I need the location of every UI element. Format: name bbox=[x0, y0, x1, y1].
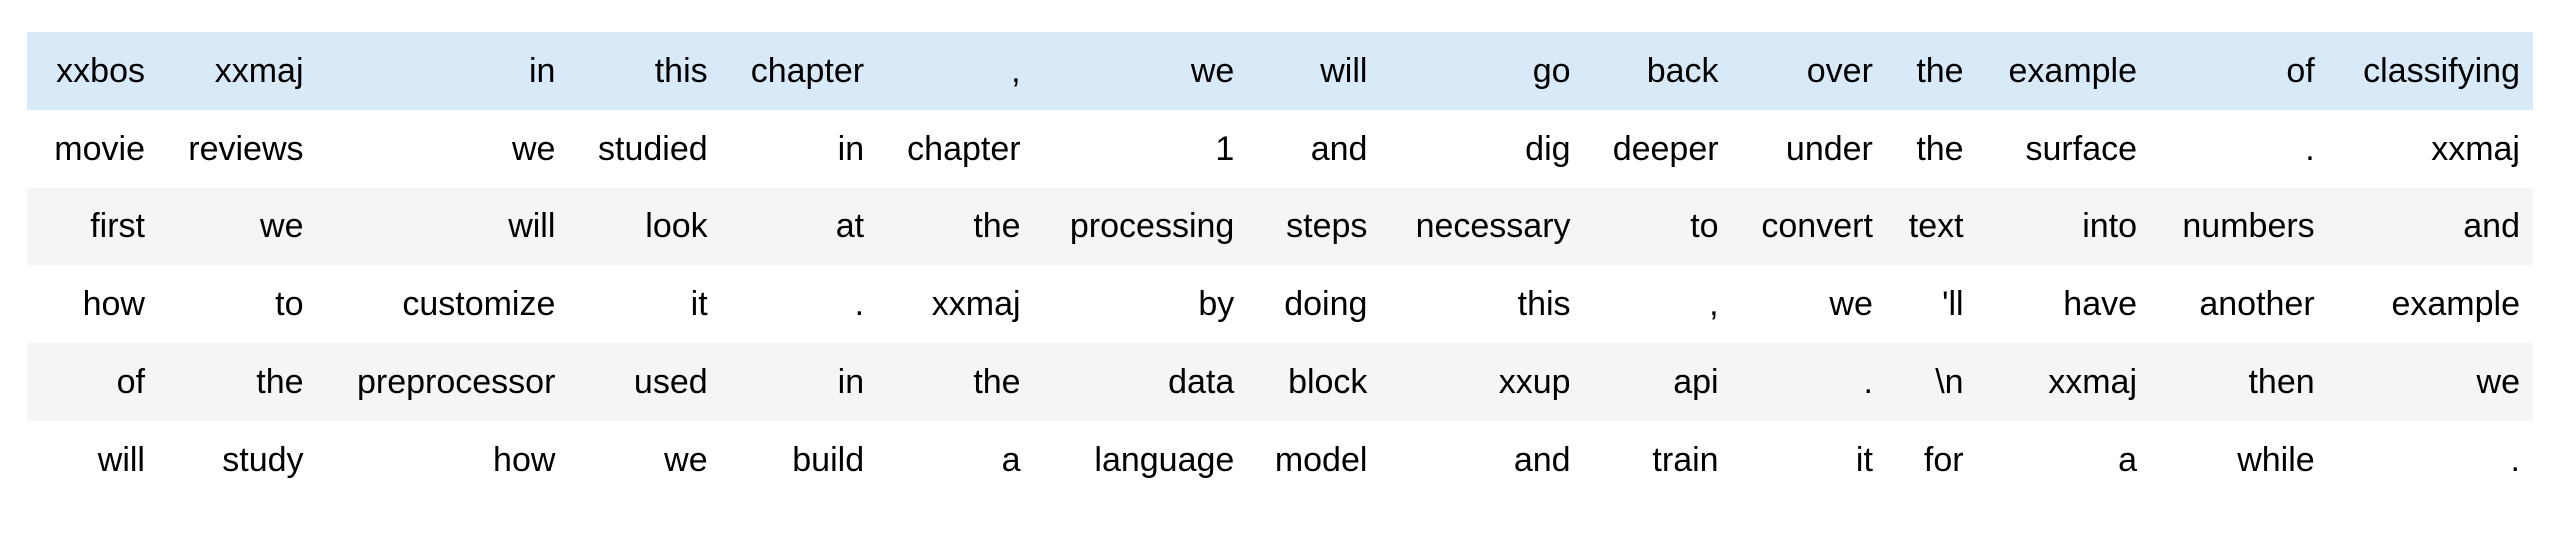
token-cell: back bbox=[1646, 51, 1719, 90]
token-cell: by bbox=[1198, 285, 1235, 324]
token-cell: at bbox=[835, 207, 865, 246]
token-cell: it bbox=[690, 285, 708, 324]
token-cell: this bbox=[1517, 285, 1571, 324]
token-cell: xxup bbox=[1498, 363, 1571, 402]
token-cell: have bbox=[2063, 285, 2138, 324]
token-cell: and bbox=[2463, 207, 2520, 246]
token-cell: \n bbox=[1935, 363, 1964, 402]
token-cell: studied bbox=[598, 129, 708, 168]
token-cell: over bbox=[1806, 51, 1873, 90]
token-cell: surface bbox=[2025, 129, 2138, 168]
token-cell: xxmaj bbox=[2048, 363, 2138, 402]
token-cell: preprocessor bbox=[356, 363, 556, 402]
token-row: how to customize it . xxmaj by doing thi… bbox=[27, 265, 2533, 343]
token-cell: data bbox=[1168, 363, 1235, 402]
token-cell: in bbox=[837, 129, 865, 168]
token-cell: 1 bbox=[1215, 129, 1235, 168]
token-cell: to bbox=[275, 285, 304, 324]
token-cell: into bbox=[2082, 207, 2138, 246]
token-cell: another bbox=[2199, 285, 2315, 324]
token-cell: . bbox=[1863, 363, 1873, 402]
token-cell: the bbox=[973, 207, 1021, 246]
token-cell: chapter bbox=[750, 51, 865, 90]
token-cell: reviews bbox=[188, 129, 304, 168]
token-row: movie reviews we studied in chapter 1 an… bbox=[27, 110, 2533, 188]
token-cell: will bbox=[508, 207, 556, 246]
token-cell: the bbox=[1916, 51, 1964, 90]
token-cell: we bbox=[511, 129, 556, 168]
token-cell: how bbox=[493, 440, 556, 479]
token-cell: convert bbox=[1761, 207, 1873, 246]
token-cell: . bbox=[2510, 440, 2520, 479]
token-cell: the bbox=[1916, 129, 1964, 168]
token-cell: under bbox=[1785, 129, 1873, 168]
token-row-header: xxbos xxmaj in this chapter , we will go… bbox=[27, 32, 2533, 110]
token-cell: numbers bbox=[2182, 207, 2315, 246]
token-cell: for bbox=[1923, 440, 1964, 479]
token-cell: doing bbox=[1284, 285, 1368, 324]
token-cell: of bbox=[116, 363, 145, 402]
token-cell: will bbox=[97, 440, 145, 479]
token-cell: . bbox=[2305, 129, 2315, 168]
token-cell: look bbox=[645, 207, 708, 246]
token-cell: xxmaj bbox=[214, 51, 304, 90]
token-cell: xxbos bbox=[56, 51, 145, 90]
token-cell: example bbox=[2391, 285, 2520, 324]
token-cell: customize bbox=[402, 285, 556, 324]
token-cell: in bbox=[528, 51, 556, 90]
token-cell: build bbox=[792, 440, 865, 479]
token-cell: the bbox=[973, 363, 1021, 402]
token-cell: example bbox=[2008, 51, 2138, 90]
token-cell: a bbox=[2118, 440, 2138, 479]
token-table-body: xxbos xxmaj in this chapter , we will go… bbox=[27, 32, 2533, 499]
token-cell: we bbox=[260, 207, 304, 246]
token-cell: model bbox=[1274, 440, 1368, 479]
token-cell: 'll bbox=[1941, 285, 1964, 324]
token-row: will study how we build a language model… bbox=[27, 421, 2533, 499]
token-cell: it bbox=[1855, 440, 1873, 479]
token-cell: then bbox=[2248, 363, 2315, 402]
token-cell: first bbox=[90, 207, 145, 246]
token-cell: and bbox=[1310, 129, 1368, 168]
token-cell: this bbox=[654, 51, 708, 90]
token-table: xxbos xxmaj in this chapter , we will go… bbox=[27, 32, 2533, 499]
token-cell: go bbox=[1532, 51, 1571, 90]
token-cell: used bbox=[633, 363, 708, 402]
token-cell: and bbox=[1513, 440, 1571, 479]
token-cell: of bbox=[2286, 51, 2315, 90]
token-cell: steps bbox=[1286, 207, 1368, 246]
token-cell: , bbox=[1709, 285, 1719, 324]
token-cell: xxmaj bbox=[2431, 129, 2520, 168]
token-cell: block bbox=[1288, 363, 1368, 402]
token-cell: to bbox=[1690, 207, 1719, 246]
token-cell: deeper bbox=[1612, 129, 1719, 168]
token-cell: necessary bbox=[1415, 207, 1571, 246]
token-cell: will bbox=[1320, 51, 1368, 90]
token-cell: processing bbox=[1069, 207, 1235, 246]
token-cell: how bbox=[82, 285, 145, 324]
token-row: of the preprocessor used in the data blo… bbox=[27, 343, 2533, 421]
token-cell: in bbox=[837, 363, 865, 402]
token-row: first we will look at the processing ste… bbox=[27, 187, 2533, 266]
token-cell: study bbox=[222, 440, 304, 479]
token-cell: , bbox=[1011, 51, 1021, 90]
token-cell: chapter bbox=[907, 129, 1021, 168]
token-cell: while bbox=[2237, 440, 2315, 479]
token-cell: we bbox=[1190, 51, 1235, 90]
token-cell: language bbox=[1094, 440, 1235, 479]
token-cell: we bbox=[1829, 285, 1873, 324]
token-cell: a bbox=[1001, 440, 1021, 479]
token-cell: . bbox=[854, 285, 865, 324]
token-cell: dig bbox=[1525, 129, 1571, 168]
token-cell: the bbox=[256, 363, 304, 402]
token-cell: we bbox=[664, 440, 708, 479]
token-cell: train bbox=[1652, 440, 1719, 479]
token-cell: xxmaj bbox=[931, 285, 1021, 324]
token-cell: classifying bbox=[2363, 51, 2520, 90]
token-cell: api bbox=[1673, 363, 1719, 402]
token-cell: we bbox=[2476, 363, 2520, 402]
token-cell: movie bbox=[54, 129, 145, 168]
token-cell: text bbox=[1908, 207, 1964, 246]
